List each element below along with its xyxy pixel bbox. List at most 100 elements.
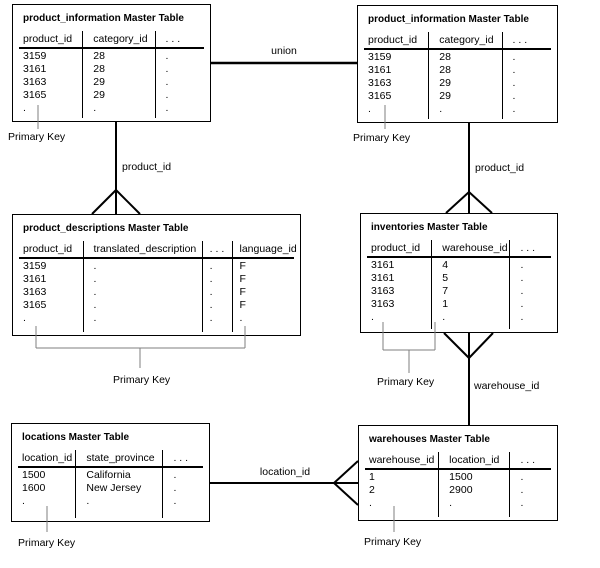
crow-foot-leg-icon bbox=[443, 332, 470, 359]
table-cell: 3165 bbox=[368, 90, 392, 102]
table-inventories: inventories Master Table product_id 3161… bbox=[360, 213, 558, 333]
table-cell: 29 bbox=[439, 90, 451, 102]
table-cell: . bbox=[209, 312, 213, 324]
table-cell: F bbox=[239, 286, 246, 298]
table-cell: . bbox=[93, 286, 97, 298]
table-cell: 3163 bbox=[23, 286, 47, 298]
table-cell: 1 bbox=[442, 298, 449, 310]
table-cell: . bbox=[368, 103, 371, 115]
table-locations: locations Master Table location_id 1500 … bbox=[11, 423, 210, 522]
primary-key-label-locations: Primary Key bbox=[18, 537, 76, 549]
table-cell: 1500 bbox=[449, 471, 473, 483]
table-cell: 3163 bbox=[371, 298, 395, 310]
header-rule bbox=[19, 47, 204, 49]
table-cell: 3161 bbox=[23, 63, 47, 75]
column-header: product_id bbox=[368, 34, 418, 46]
table-cell: 2 bbox=[369, 484, 375, 496]
column-header: product_id bbox=[371, 242, 421, 254]
column-header: warehouse_id bbox=[369, 454, 435, 466]
table-cell: . bbox=[23, 312, 26, 324]
table-product-descriptions: product_descriptions Master Table produc… bbox=[12, 214, 301, 336]
column-header: . . . bbox=[520, 242, 536, 254]
table-cell: . bbox=[520, 484, 524, 496]
crow-foot-leg-icon bbox=[115, 189, 141, 215]
table-cell: . bbox=[165, 63, 169, 75]
table-cell: 28 bbox=[93, 63, 105, 75]
table-product-information-left: product_information Master Table product… bbox=[12, 4, 211, 122]
column-header: location_id bbox=[449, 454, 500, 466]
table-cell: New Jersey bbox=[86, 482, 142, 494]
warehouse-id-line bbox=[443, 332, 494, 425]
table-cell: . bbox=[209, 273, 213, 285]
table-cell: . bbox=[209, 286, 213, 298]
table-cell: . bbox=[209, 260, 213, 272]
table-cell: 3161 bbox=[371, 259, 395, 271]
table-cell: . bbox=[520, 471, 524, 483]
table-cell: 29 bbox=[93, 76, 105, 88]
table-title: product_information Master Table bbox=[23, 13, 184, 24]
table-cell: . bbox=[93, 312, 97, 324]
table-cell: 3159 bbox=[368, 51, 392, 63]
table-cell: . bbox=[442, 311, 446, 323]
product-id-label-left: product_id bbox=[122, 161, 172, 173]
table-cell: . bbox=[512, 64, 516, 76]
table-cell: . bbox=[23, 102, 26, 114]
table-cell: . bbox=[165, 76, 169, 88]
table-cell: . bbox=[520, 285, 524, 297]
table-cell: . bbox=[449, 497, 453, 509]
table-title: product_descriptions Master Table bbox=[23, 223, 189, 234]
location-id-label: location_id bbox=[259, 466, 311, 478]
crow-foot-leg-icon bbox=[333, 482, 359, 506]
table-cell: 3163 bbox=[23, 76, 47, 88]
table-title: inventories Master Table bbox=[371, 222, 488, 233]
table-cell: F bbox=[239, 299, 246, 311]
crow-foot-leg-icon bbox=[468, 191, 493, 214]
table-cell: 4 bbox=[442, 259, 449, 271]
header-rule bbox=[365, 468, 551, 470]
primary-key-label-inventories: Primary Key bbox=[377, 376, 435, 388]
table-cell: . bbox=[209, 299, 213, 311]
table-cell: . bbox=[173, 495, 177, 507]
column-header: . . . bbox=[520, 454, 536, 466]
table-cell: . bbox=[93, 299, 97, 311]
table-cell: . bbox=[93, 260, 97, 272]
table-cell: 3159 bbox=[23, 260, 47, 272]
primary-key-label-product-descriptions: Primary Key bbox=[113, 374, 171, 386]
header-rule bbox=[18, 466, 203, 468]
table-cell: 7 bbox=[442, 285, 449, 297]
table-cell: 3159 bbox=[23, 50, 47, 62]
table-cell: 1500 bbox=[22, 469, 46, 481]
table-cell: 28 bbox=[439, 64, 451, 76]
primary-key-label-product-information-right: Primary Key bbox=[353, 132, 411, 144]
column-header: translated_description bbox=[93, 243, 197, 255]
header-rule bbox=[367, 256, 551, 258]
table-cell: . bbox=[520, 298, 524, 310]
product-id-label-right: product_id bbox=[475, 162, 525, 174]
table-cell: . bbox=[520, 272, 524, 284]
table-cell: F bbox=[239, 260, 246, 272]
crow-foot-leg-icon bbox=[445, 191, 470, 214]
column-header: product_id bbox=[23, 243, 73, 255]
table-cell: . bbox=[369, 497, 372, 509]
table-cell: 5 bbox=[442, 272, 449, 284]
table-cell: 3163 bbox=[371, 285, 395, 297]
column-header: . . . bbox=[173, 452, 189, 464]
crow-foot-leg-icon bbox=[91, 189, 117, 215]
table-cell: . bbox=[520, 497, 524, 509]
table-cell: . bbox=[520, 311, 524, 323]
table-cell: 1600 bbox=[22, 482, 46, 494]
primary-key-label-product-information-left: Primary Key bbox=[8, 131, 66, 143]
table-cell: . bbox=[520, 259, 524, 271]
table-title: locations Master Table bbox=[22, 432, 130, 443]
table-cell: 28 bbox=[93, 50, 105, 62]
table-product-information-right: product_information Master Table product… bbox=[357, 5, 558, 123]
column-header: location_id bbox=[22, 452, 73, 464]
table-cell: 3161 bbox=[371, 272, 395, 284]
table-cell: . bbox=[173, 482, 177, 494]
union-label: union bbox=[271, 45, 297, 57]
table-warehouses: warehouses Master Table warehouse_id 1 2… bbox=[358, 425, 558, 521]
table-cell: 3165 bbox=[23, 299, 47, 311]
table-cell: California bbox=[86, 469, 131, 481]
table-cell: 3165 bbox=[23, 89, 47, 101]
